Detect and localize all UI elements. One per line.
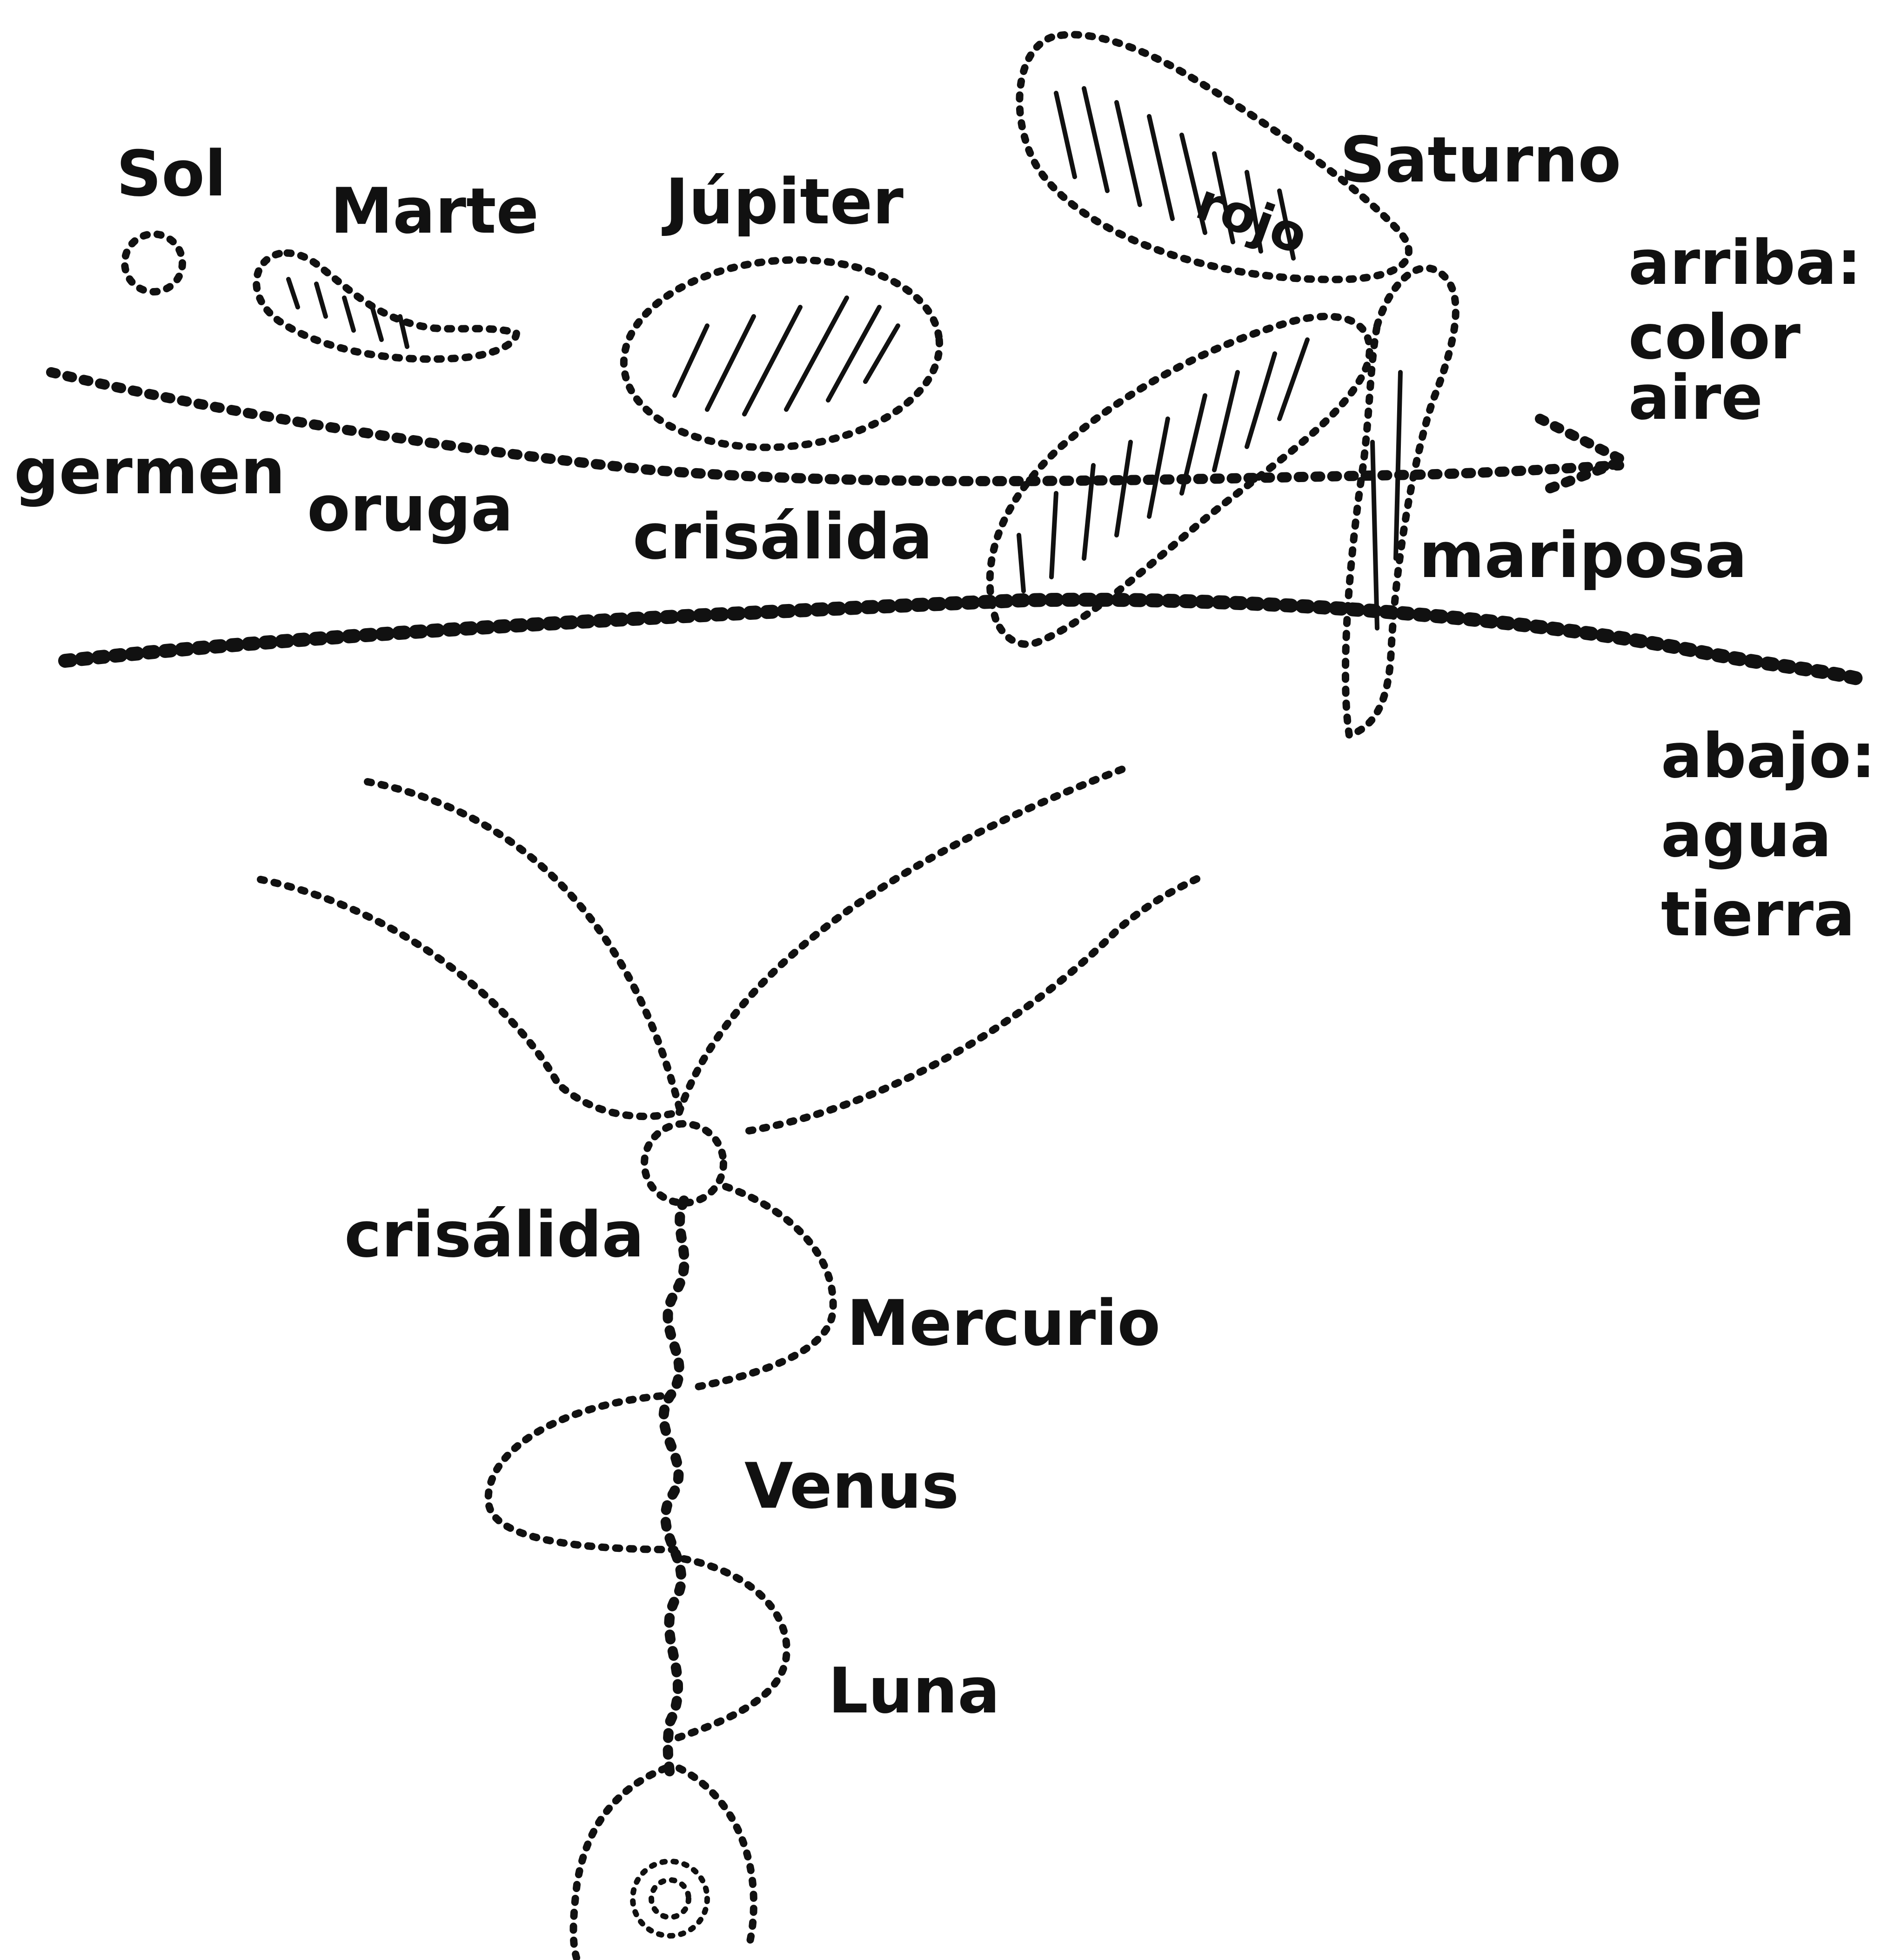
label-agua: agua — [1661, 799, 1832, 871]
label-crisalida-plant: crisálida — [344, 1198, 644, 1271]
branch-right-outer — [679, 768, 1126, 1112]
label-mercurio: Mercurio — [847, 1287, 1160, 1360]
label-abajo: abajo: — [1661, 720, 1875, 792]
ground-line — [65, 600, 1861, 679]
label-aire: aire — [1628, 362, 1763, 434]
moon-loop — [670, 1559, 787, 1740]
label-saturno: Saturno — [1340, 123, 1621, 196]
label-venus: Venus — [744, 1450, 959, 1523]
label-sol: Sol — [116, 137, 226, 210]
jupiter-hatching — [675, 298, 898, 414]
venus-loop — [489, 1396, 675, 1550]
plant-stem — [664, 1201, 684, 1778]
stage-arrowhead — [1540, 419, 1624, 489]
label-oruga: oruga — [307, 472, 513, 545]
label-luna: Luna — [828, 1654, 1000, 1727]
root-cup-right — [679, 1768, 754, 1945]
plant-chrysalis-node — [644, 1124, 723, 1203]
seed-inner — [651, 1880, 689, 1917]
butterfly-post-shape — [1345, 268, 1456, 735]
label-marte: Marte — [330, 175, 539, 248]
label-crisalida-top: crisálida — [633, 500, 933, 573]
branch-right-inner — [749, 875, 1205, 1131]
label-tierra: tierra — [1661, 879, 1855, 950]
branch-left-inner — [261, 879, 679, 1116]
label-mariposa: mariposa — [1419, 519, 1747, 592]
label-jupiter: Júpiter — [662, 165, 904, 238]
mercury-loop — [698, 1187, 833, 1387]
sun-circle — [125, 234, 182, 292]
label-arriba: arriba: — [1628, 227, 1861, 299]
jupiter-oval — [616, 247, 947, 460]
label-germen: germen — [14, 435, 285, 508]
label-saturn-color: rojo — [1189, 171, 1315, 266]
seed-outer — [633, 1861, 707, 1936]
